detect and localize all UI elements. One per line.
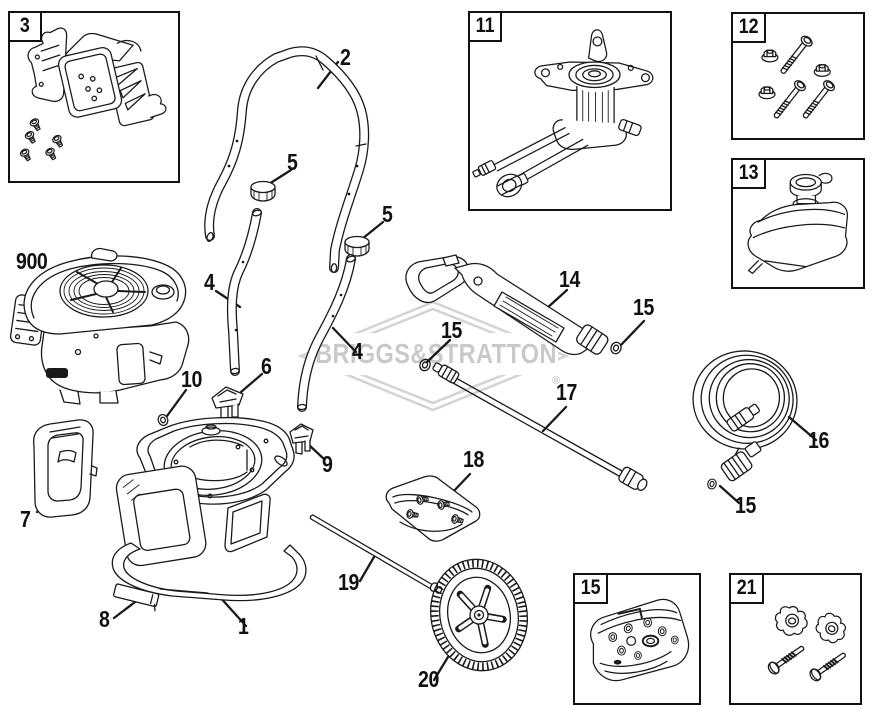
o-ring-hose-drawing <box>706 477 718 491</box>
spray-wand-drawing <box>432 362 648 491</box>
callout-5-left: 5 <box>287 149 298 175</box>
hose-drawing <box>692 350 798 482</box>
base-label-plate-drawing <box>113 583 160 612</box>
inset-box-oring-kit: 15 <box>572 572 701 705</box>
callout-4-right: 4 <box>352 338 363 364</box>
inset-box-tank: 13 <box>730 157 865 289</box>
spray-gun-drawing <box>405 254 609 356</box>
callout-2: 2 <box>340 44 351 70</box>
inset-box-number: 21 <box>728 572 764 604</box>
handle-latch-rear-drawing <box>289 423 314 455</box>
handle-cap-left-drawing <box>250 180 276 202</box>
callout-19: 19 <box>338 569 359 595</box>
wheel-drawing <box>429 558 529 672</box>
detergent-tank-drawing <box>747 172 849 275</box>
callout-8: 8 <box>99 606 110 632</box>
engine-drawing <box>9 247 190 405</box>
inset-box-number: 11 <box>467 10 502 42</box>
lower-handle-tube-right-drawing <box>297 254 356 412</box>
callout-15-wand: 15 <box>441 317 462 343</box>
callout-1: 1 <box>238 613 249 639</box>
callout-15-gun: 15 <box>633 294 654 320</box>
callout-16: 16 <box>808 427 829 453</box>
callout-17: 17 <box>556 379 577 405</box>
pump-drawing <box>472 29 654 198</box>
callout-10: 10 <box>181 366 202 392</box>
callout-9: 9 <box>322 451 333 477</box>
inset-box-knob-kit: 21 <box>728 572 862 705</box>
callout-7: 7 <box>20 506 31 532</box>
callout-6: 6 <box>261 353 272 379</box>
callout-14: 14 <box>559 266 580 292</box>
registered-mark: ® <box>552 375 560 387</box>
base-frame-drawing <box>111 416 307 602</box>
o-ring-gun-drawing <box>608 340 624 356</box>
hardware-bag-drawing <box>385 475 481 542</box>
axle-rod-drawing <box>309 514 443 594</box>
inset-box-number: 15 <box>572 572 608 604</box>
panel-insert-drawing <box>32 419 98 518</box>
inset-box-number: 12 <box>730 11 766 43</box>
inset-box-number: 3 <box>7 10 42 42</box>
callout-20: 20 <box>418 666 439 692</box>
oring-kit-drawing <box>590 598 690 682</box>
upper-handle-drawing <box>204 46 370 273</box>
callout-900: 900 <box>16 248 48 274</box>
inset-box-pump: 11 <box>467 10 672 211</box>
callout-18: 18 <box>463 446 484 472</box>
inset-box-fasteners: 12 <box>730 11 865 140</box>
lower-handle-tube-left-drawing <box>226 208 262 376</box>
callout-4-left: 4 <box>204 269 215 295</box>
muffler-drawing <box>18 27 167 163</box>
callout-15-hose: 15 <box>735 492 756 518</box>
handle-latch-front-drawing <box>211 386 244 421</box>
inset-box-number: 13 <box>730 157 766 189</box>
inset-box-muffler: 3 <box>7 10 180 183</box>
handle-cap-right-drawing <box>344 235 370 257</box>
callout-5-right: 5 <box>382 201 393 227</box>
